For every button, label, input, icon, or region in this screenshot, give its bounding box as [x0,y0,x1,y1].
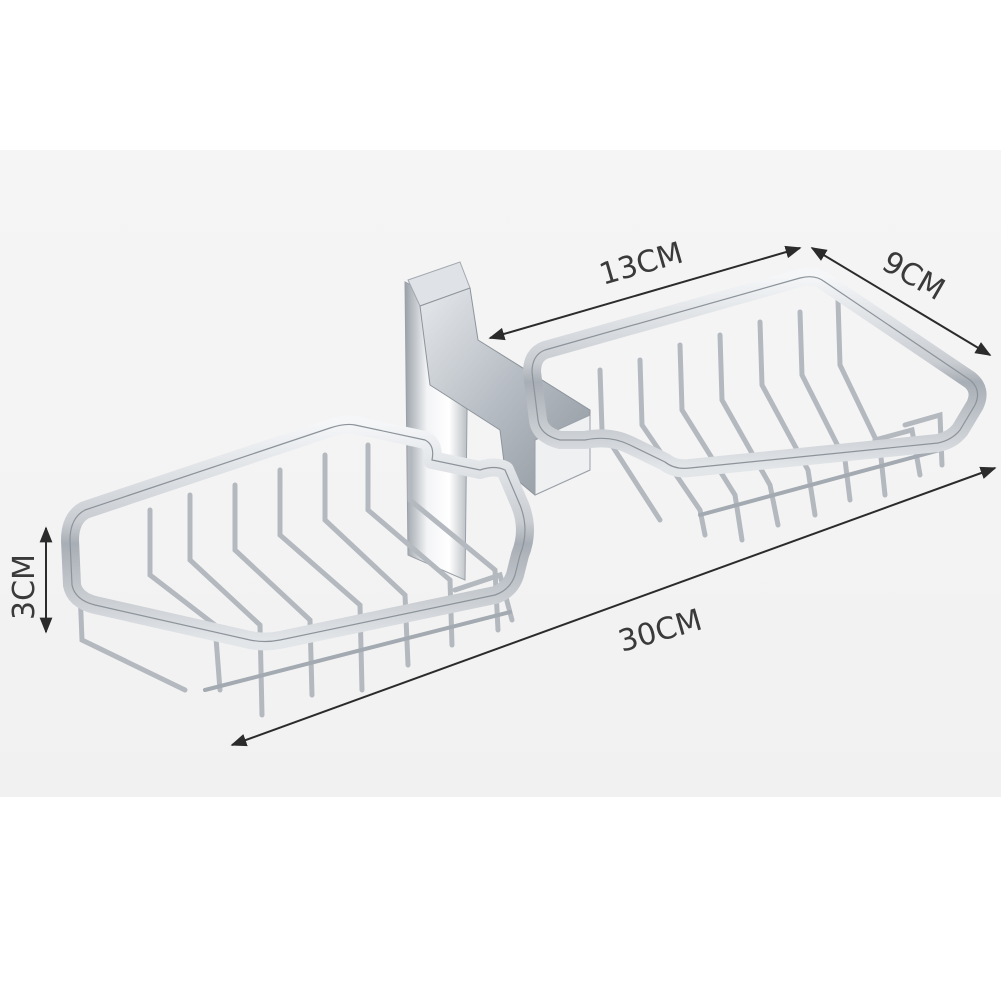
height-label: 3CM [7,554,42,620]
total-length-line [230,466,997,747]
dimension-lines [39,245,997,747]
basket-width-label: 9CM [876,245,951,308]
basket-length-line [488,245,802,341]
total-length-label: 30CM [615,603,706,660]
basket-width-line [810,247,992,356]
